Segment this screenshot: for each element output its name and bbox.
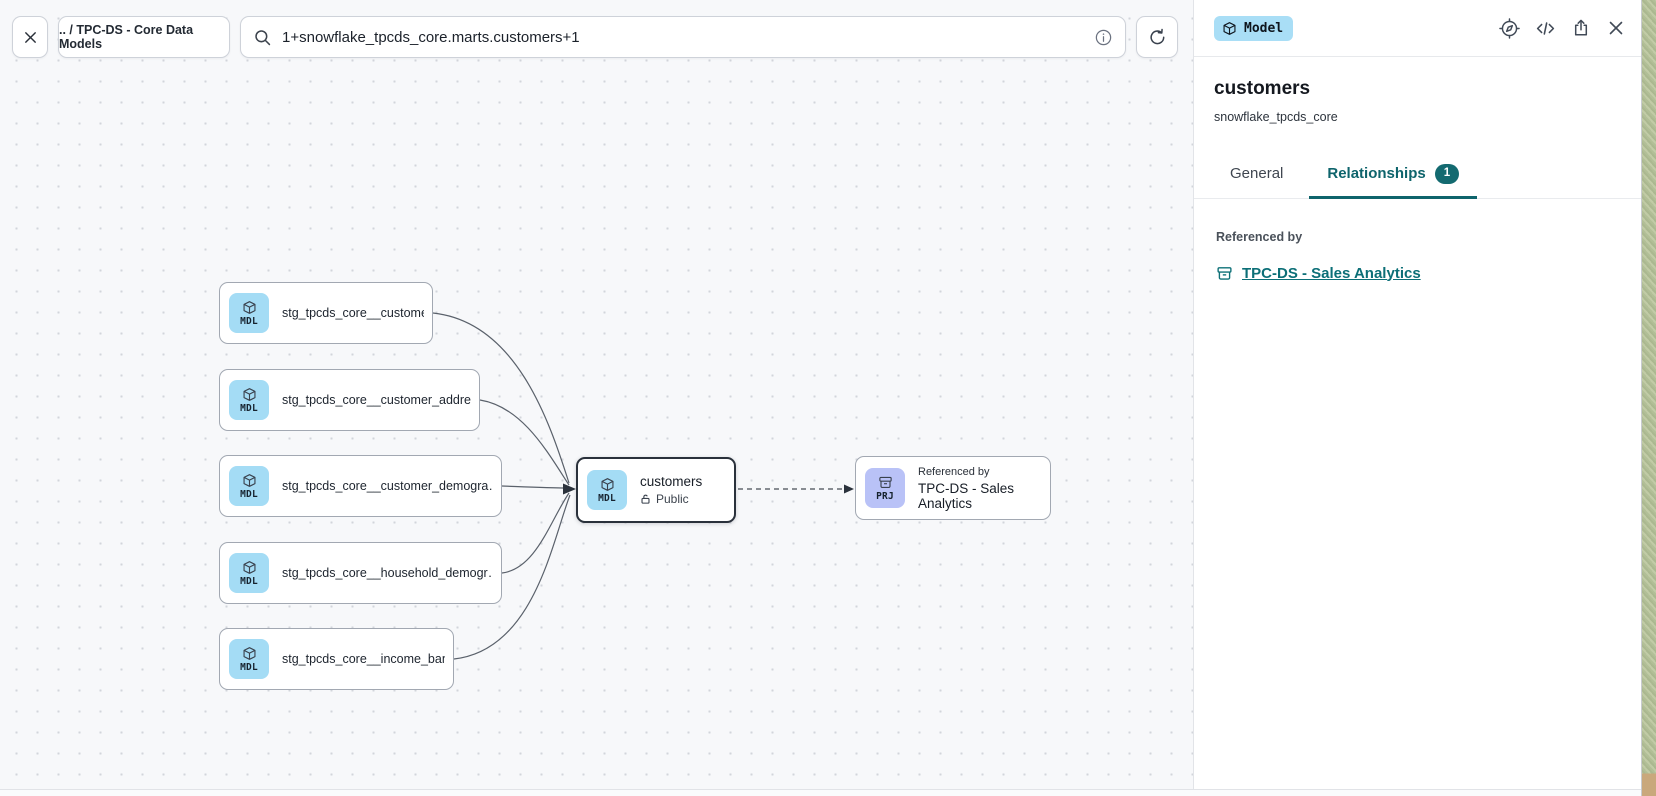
details-panel: Model customers snowflake_tpcds_core Gen… (1193, 0, 1641, 789)
node-badge-label: MDL (240, 575, 258, 587)
panel-header: Model (1194, 0, 1641, 57)
close-icon (22, 29, 39, 46)
archive-icon (878, 475, 893, 490)
breadcrumb-label: .. / TPC-DS - Core Data Models (59, 23, 194, 51)
node-visibility: Public (640, 492, 702, 506)
graph-node-stg-customer-demographics[interactable]: MDL stg_tpcds_core__customer_demogra… (219, 455, 502, 517)
model-type-badge: MDL (229, 466, 269, 506)
code-icon[interactable] (1535, 18, 1556, 39)
model-type-badge: MDL (229, 553, 269, 593)
archive-icon (1216, 265, 1233, 282)
node-badge-label: MDL (598, 492, 616, 504)
node-kicker: Referenced by (918, 465, 990, 478)
node-title: customers (640, 474, 703, 489)
graph-node-referenced-project[interactable]: PRJ Referenced by TPC-DS - Sales Analyti… (855, 456, 1051, 520)
tab-relationships[interactable]: Relationships 1 (1309, 151, 1478, 199)
model-type-chip: Model (1214, 15, 1294, 41)
reference-item[interactable]: TPC-DS - Sales Analytics (1216, 265, 1617, 282)
window-bottom-edge (0, 789, 1641, 796)
node-title: TPC-DS - Sales Analytics (918, 480, 1015, 511)
page-subtitle: snowflake_tpcds_core (1214, 110, 1338, 124)
model-type-badge: MDL (587, 470, 627, 510)
node-label: stg_tpcds_core__household_demogr… (282, 566, 493, 580)
node-badge-label: MDL (240, 315, 258, 327)
breadcrumb[interactable]: .. / TPC-DS - Core Data Models (58, 16, 230, 58)
cube-icon (242, 300, 257, 315)
relationships-count-badge: 1 (1434, 164, 1460, 184)
cube-icon (242, 560, 257, 575)
info-icon[interactable] (1094, 28, 1113, 47)
lineage-edges (432, 312, 854, 660)
node-badge-label: MDL (240, 661, 258, 673)
model-type-badge: MDL (229, 380, 269, 420)
graph-node-stg-customer[interactable]: MDL stg_tpcds_core__customer (219, 282, 433, 344)
panel-tabs: General Relationships 1 (1194, 151, 1641, 199)
share-icon[interactable] (1571, 18, 1591, 38)
desktop-background-strip (1641, 0, 1656, 796)
page-title: customers (1214, 78, 1311, 99)
search-input[interactable] (282, 28, 1084, 46)
unlock-icon (640, 493, 651, 505)
node-label: stg_tpcds_core__customer_demogra… (282, 479, 493, 493)
compass-icon[interactable] (1499, 17, 1520, 39)
graph-node-stg-income-band[interactable]: MDL stg_tpcds_core__income_band (219, 628, 454, 690)
close-icon[interactable] (1606, 18, 1626, 38)
graph-node-customers-selected[interactable]: MDL customers Public (576, 457, 736, 523)
lineage-canvas[interactable]: MDL stg_tpcds_core__customer MDL stg_tpc… (0, 0, 1193, 789)
node-label: stg_tpcds_core__customer (282, 306, 424, 320)
graph-node-stg-customer-address[interactable]: MDL stg_tpcds_core__customer_address (219, 369, 480, 431)
model-type-badge: MDL (229, 293, 269, 333)
cube-icon (242, 473, 257, 488)
node-badge-label: PRJ (876, 490, 894, 502)
close-lineage-button[interactable] (12, 16, 48, 58)
cube-icon (600, 477, 615, 492)
project-link[interactable]: TPC-DS - Sales Analytics (1242, 264, 1421, 282)
node-label: stg_tpcds_core__income_band (282, 652, 445, 666)
search-icon (253, 28, 272, 47)
refresh-icon (1148, 28, 1167, 47)
referenced-by-label: Referenced by (1216, 229, 1303, 244)
lineage-search[interactable] (240, 16, 1126, 58)
cube-icon (242, 646, 257, 661)
tab-general[interactable]: General (1204, 151, 1309, 199)
node-badge-label: MDL (240, 488, 258, 500)
type-chip-label: Model (1244, 20, 1284, 36)
node-label: stg_tpcds_core__customer_address (282, 393, 471, 407)
cube-icon (1222, 21, 1237, 36)
graph-node-stg-household-demographics[interactable]: MDL stg_tpcds_core__household_demogr… (219, 542, 502, 604)
tab-relationships-label: Relationships (1327, 165, 1426, 183)
project-type-badge: PRJ (865, 468, 905, 508)
cube-icon (242, 387, 257, 402)
node-visibility-label: Public (656, 492, 689, 506)
refresh-button[interactable] (1136, 16, 1178, 58)
tab-general-label: General (1230, 165, 1284, 183)
node-badge-label: MDL (240, 402, 258, 414)
model-type-badge: MDL (229, 639, 269, 679)
